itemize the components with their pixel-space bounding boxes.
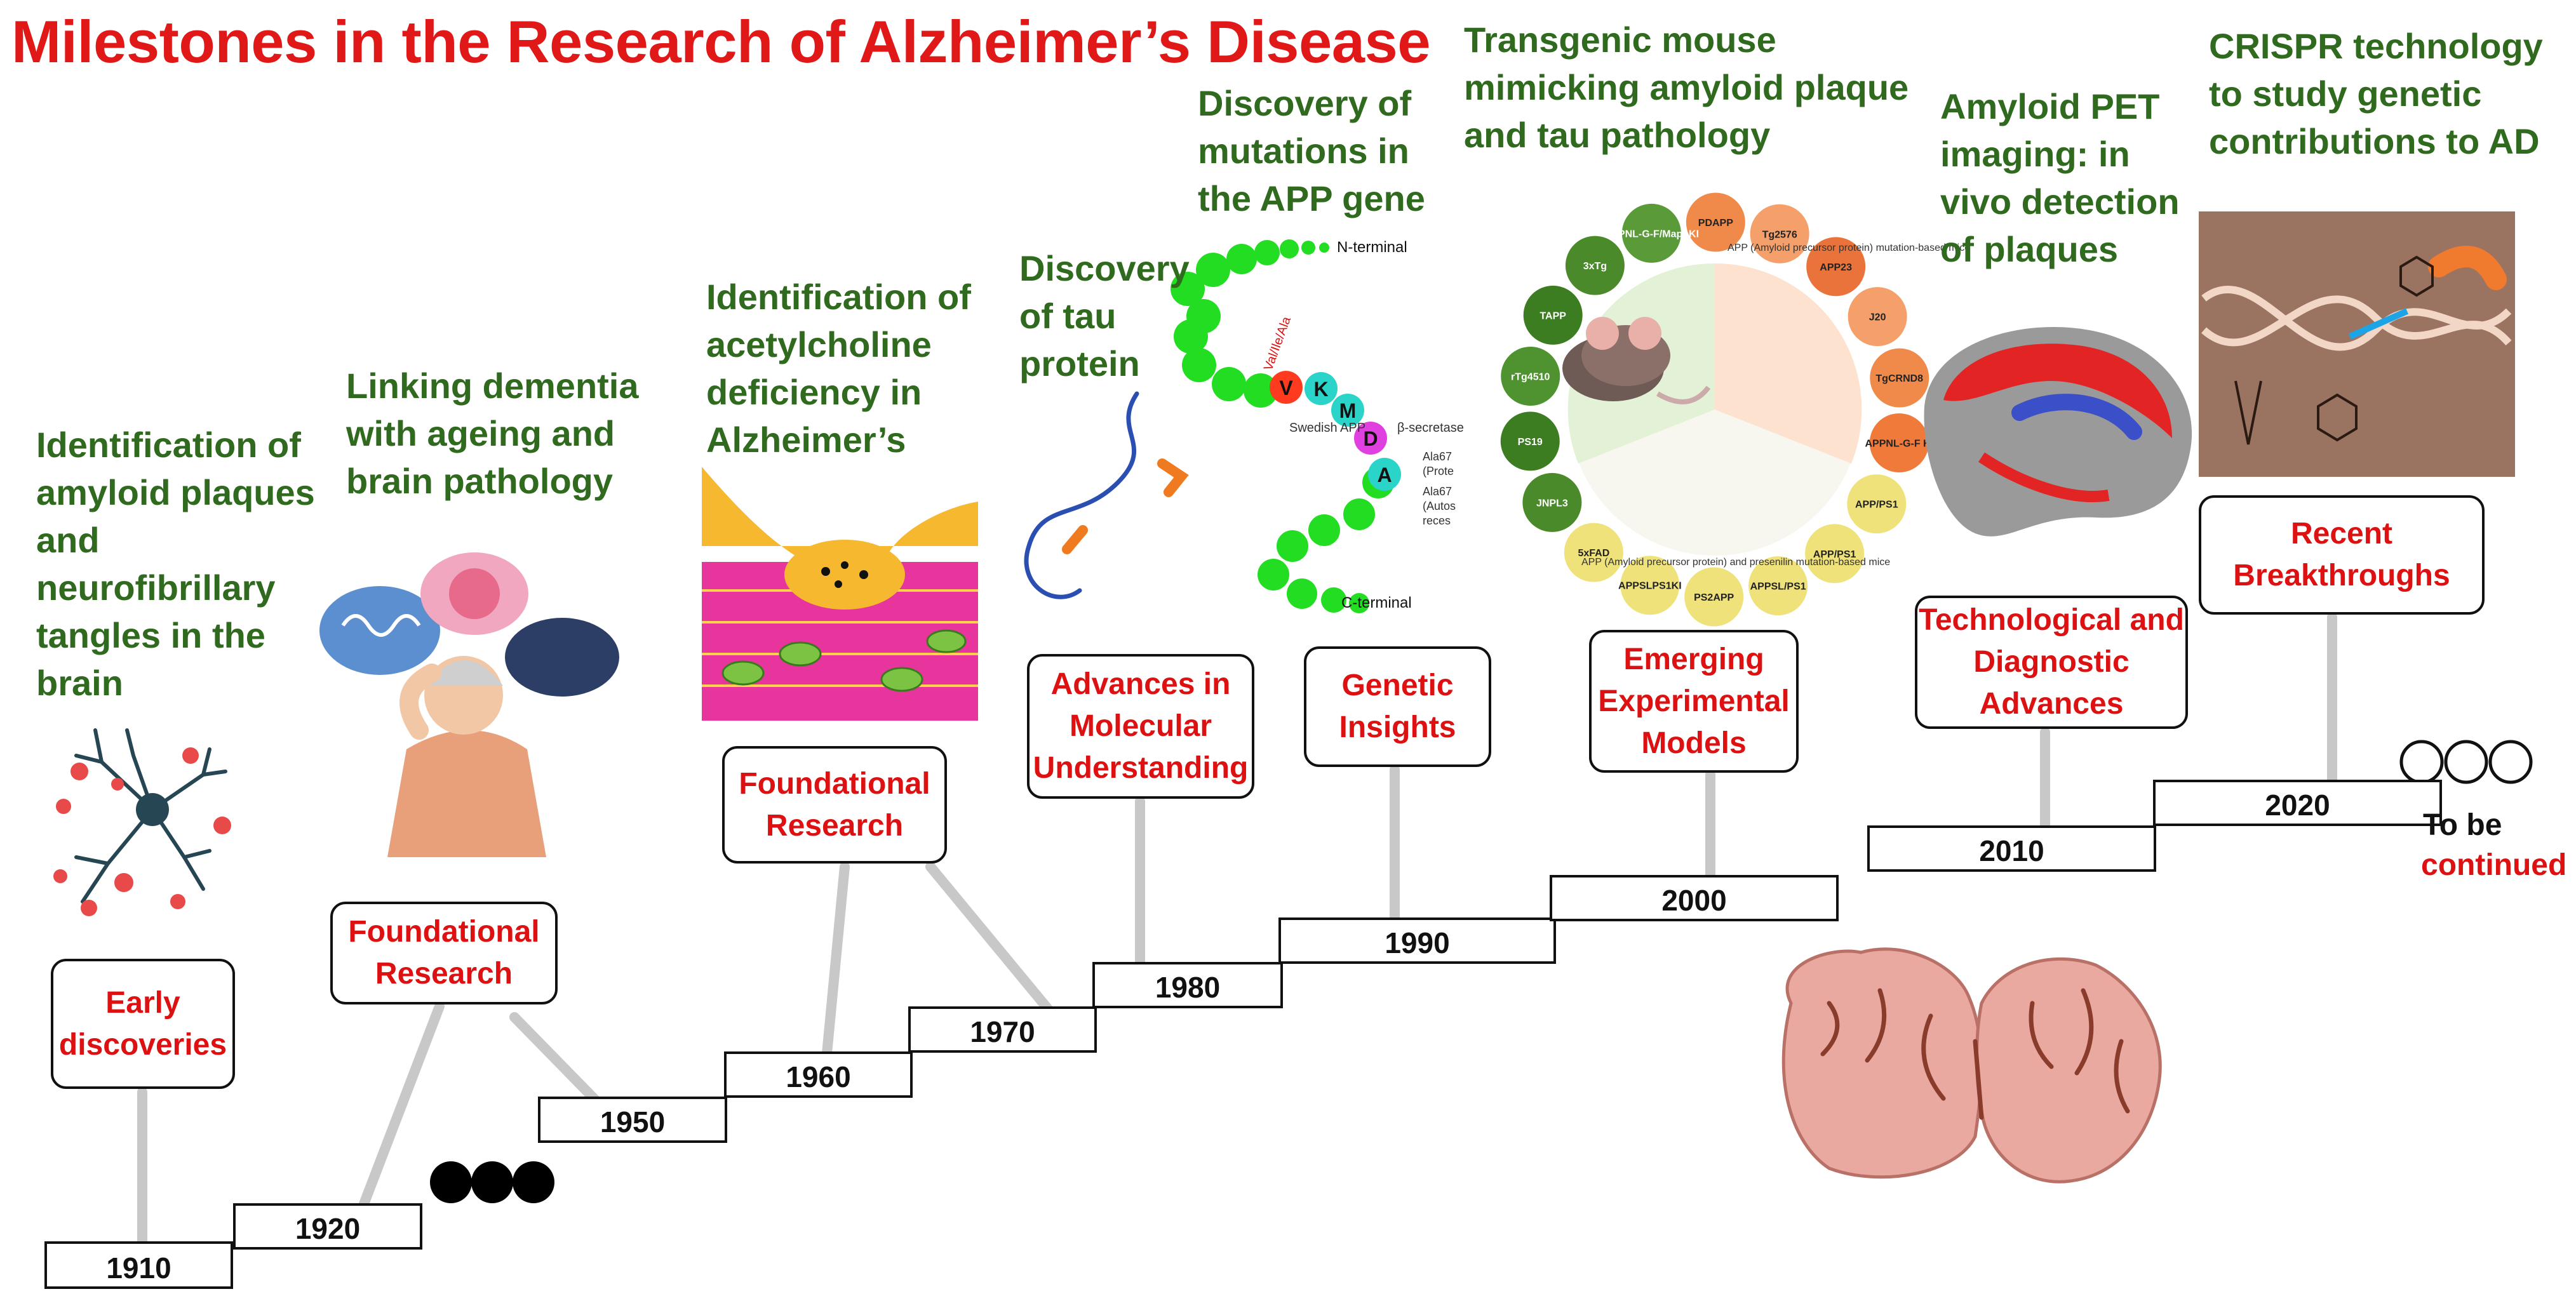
arc-app-label: APP (Amyloid precursor protein) mutation… xyxy=(1727,243,1970,253)
era-genetic-insights: Genetic Insights xyxy=(1304,646,1491,767)
mouse-model-label: APP/PS1 xyxy=(1813,549,1856,560)
ellipsis-dots-icon xyxy=(430,1161,554,1203)
mouse-model-label: TAPP xyxy=(1540,310,1566,321)
mouse-model-label: 3xTg xyxy=(1583,261,1607,272)
milestone-acetylcholine: Identification of acetylcholine deficien… xyxy=(706,277,971,460)
year-1920: 1920 xyxy=(233,1203,422,1250)
mouse-model-bubble xyxy=(1618,554,1682,617)
milestone-crispr: CRISPR technology to study genetic contr… xyxy=(2209,26,2543,161)
to-be-label: To be xyxy=(2423,808,2502,842)
year-1950: 1950 xyxy=(538,1097,727,1143)
mouse-model-bubble xyxy=(1747,554,1810,618)
mouse-model-label: PS2APP xyxy=(1694,592,1734,603)
c-terminal-label: C-terminal xyxy=(1341,594,1412,611)
year-1970: 1970 xyxy=(908,1006,1097,1053)
mouse-model-label: rTg4510 xyxy=(1511,371,1550,382)
mouse-model-bubble xyxy=(1498,410,1562,473)
milestone-transgenic-mouse: Transgenic mouse mimicking amyloid plaqu… xyxy=(1464,20,1909,155)
residue-d: D xyxy=(1363,427,1378,450)
side-note-4: (Autos xyxy=(1423,500,1456,512)
era-foundational-research-2: Foundational Research xyxy=(722,746,947,864)
era-experimental-models: Emerging Experimental Models xyxy=(1589,630,1799,773)
mouse-model-bubble xyxy=(1562,521,1625,584)
side-note-3: Ala67 xyxy=(1423,485,1452,498)
brain-atrophy-illustration xyxy=(1781,947,2162,1184)
mouse-model-label: JNPL3 xyxy=(1536,498,1568,509)
mouse-model-label: PS19 xyxy=(1518,437,1543,448)
crispr-illustration xyxy=(2199,211,2515,477)
residue-v: V xyxy=(1279,377,1293,399)
synapse-illustration xyxy=(702,467,978,721)
era-molecular-understanding: Advances in Molecular Understanding xyxy=(1027,654,1254,799)
year-2000: 2000 xyxy=(1550,875,1839,921)
side-note-2: (Prote xyxy=(1423,465,1454,477)
milestone-dementia-ageing: Linking dementia with ageing and brain p… xyxy=(346,366,639,501)
era-foundational-research-1: Foundational Research xyxy=(330,902,558,1004)
year-1960: 1960 xyxy=(724,1051,913,1098)
mouse-model-label: Tg2576 xyxy=(1762,229,1797,240)
mouse-model-bubble xyxy=(1521,283,1585,347)
mouse-model-bubble xyxy=(1845,472,1909,536)
mouse-model-label: TgCRND8 xyxy=(1875,373,1923,384)
connector-lines xyxy=(137,612,2337,1259)
milestone-amyloid-plaques: Identification of amyloid plaques and ne… xyxy=(36,425,315,703)
mouse-model-label: 5xFAD xyxy=(1578,548,1609,559)
mutation-label: Val/Ile/Ala xyxy=(1261,314,1294,373)
continued-label: continued xyxy=(2421,848,2567,882)
year-2010: 2010 xyxy=(1867,825,2156,872)
mouse-model-bubble xyxy=(1684,190,1747,254)
year-1980: 1980 xyxy=(1092,962,1283,1008)
mouse-model-bubble xyxy=(1520,470,1584,534)
residue-a: A xyxy=(1377,464,1392,486)
residue-m: M xyxy=(1339,399,1357,422)
side-note-5: reces xyxy=(1423,514,1451,527)
side-note-1: Ala67 xyxy=(1423,450,1452,463)
arc-combo-label: APP (Amyloid precursor protein) and pres… xyxy=(1581,557,1890,568)
swedish-label: Swedish APP xyxy=(1289,421,1365,435)
elderly-person-illustration xyxy=(319,552,619,857)
n-terminal-label: N-terminal xyxy=(1337,239,1407,256)
mouse-model-bubble xyxy=(1846,285,1909,349)
mouse-model-label: APPSLPS1KI xyxy=(1618,581,1682,592)
mouse-model-bubble xyxy=(1868,346,1931,410)
mouse-model-bubble xyxy=(1563,234,1627,297)
mouse-model-label: APPNL-G-F/Mapt KI xyxy=(1604,229,1699,239)
mouse-model-label: J20 xyxy=(1869,312,1886,323)
neuron-plaques-illustration xyxy=(53,728,231,916)
mouse-model-label: APPSL/PS1 xyxy=(1750,582,1806,592)
mouse-model-bubble xyxy=(1620,201,1683,265)
mouse-model-label: APPNL-G-F KI xyxy=(1865,439,1934,450)
diagram-title: Milestones in the Research of Alzheimer’… xyxy=(11,8,1431,75)
app-gene-illustration: V K M D A N-terminal C-terminal Val/Ile/… xyxy=(1171,239,1464,613)
mouse-model-bubble xyxy=(1499,344,1562,408)
era-diagnostic-advances: Technological and Diagnostic Advances xyxy=(1915,596,2188,729)
year-2020: 2020 xyxy=(2153,780,2442,826)
era-early-discoveries: Early discoveries xyxy=(51,959,235,1089)
era-recent-breakthroughs: Recent Breakthroughs xyxy=(2199,495,2485,615)
residue-k: K xyxy=(1313,378,1328,401)
mouse-model-bubble xyxy=(1682,565,1746,629)
milestone-app-mutations: Discovery of mutations in the APP gene xyxy=(1198,83,1425,218)
mouse-model-bubble xyxy=(1803,522,1867,585)
continuation-circles-icon xyxy=(2399,740,2533,784)
milestone-amyloid-pet: Amyloid PET imaging: in vivo detection o… xyxy=(1940,86,2180,269)
tau-protein-illustration xyxy=(1024,391,1189,599)
mouse-model-bubble xyxy=(1748,202,1811,265)
year-1990: 1990 xyxy=(1278,917,1556,964)
year-1910: 1910 xyxy=(44,1241,233,1289)
secretase-label: β-secretase xyxy=(1397,421,1464,435)
mouse-model-label: APP23 xyxy=(1820,262,1852,273)
mouse-model-bubble xyxy=(1804,235,1868,298)
mouse-model-label: PDAPP xyxy=(1698,218,1733,229)
mouse-model-label: APP/PS1 xyxy=(1855,500,1898,510)
brain-pet-illustration xyxy=(1924,327,2192,537)
milestone-tau-protein: Discovery of tau protein xyxy=(1019,248,1190,384)
